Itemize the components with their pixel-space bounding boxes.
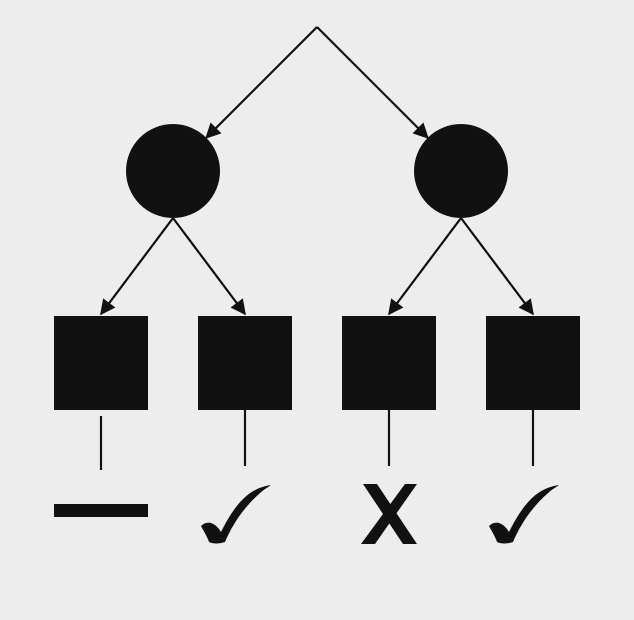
x-mark-icon (361, 484, 417, 544)
internal-right-node (414, 124, 508, 218)
edge-internal-left-to-leaf-2 (172, 217, 246, 316)
edge-internal-right-to-leaf-3 (388, 217, 462, 316)
checkmark-icon (489, 485, 559, 544)
leaf-3-node (342, 316, 436, 410)
edge-internal-right-to-leaf-4 (460, 217, 534, 316)
edge-internal-left-to-leaf-1 (100, 217, 174, 316)
leaf-1-node (54, 316, 148, 410)
leaf-2-node (198, 316, 292, 410)
internal-left-node (126, 124, 220, 218)
leaf-outcomes (54, 484, 559, 544)
tree-edges (99, 26, 535, 470)
leaf-4-node (486, 316, 580, 410)
checkmark-icon (201, 485, 271, 544)
edge-root-to-internal-left (205, 26, 318, 139)
dash-icon (54, 504, 148, 517)
edge-root-to-internal-right (316, 26, 429, 139)
tree-nodes (54, 124, 580, 410)
